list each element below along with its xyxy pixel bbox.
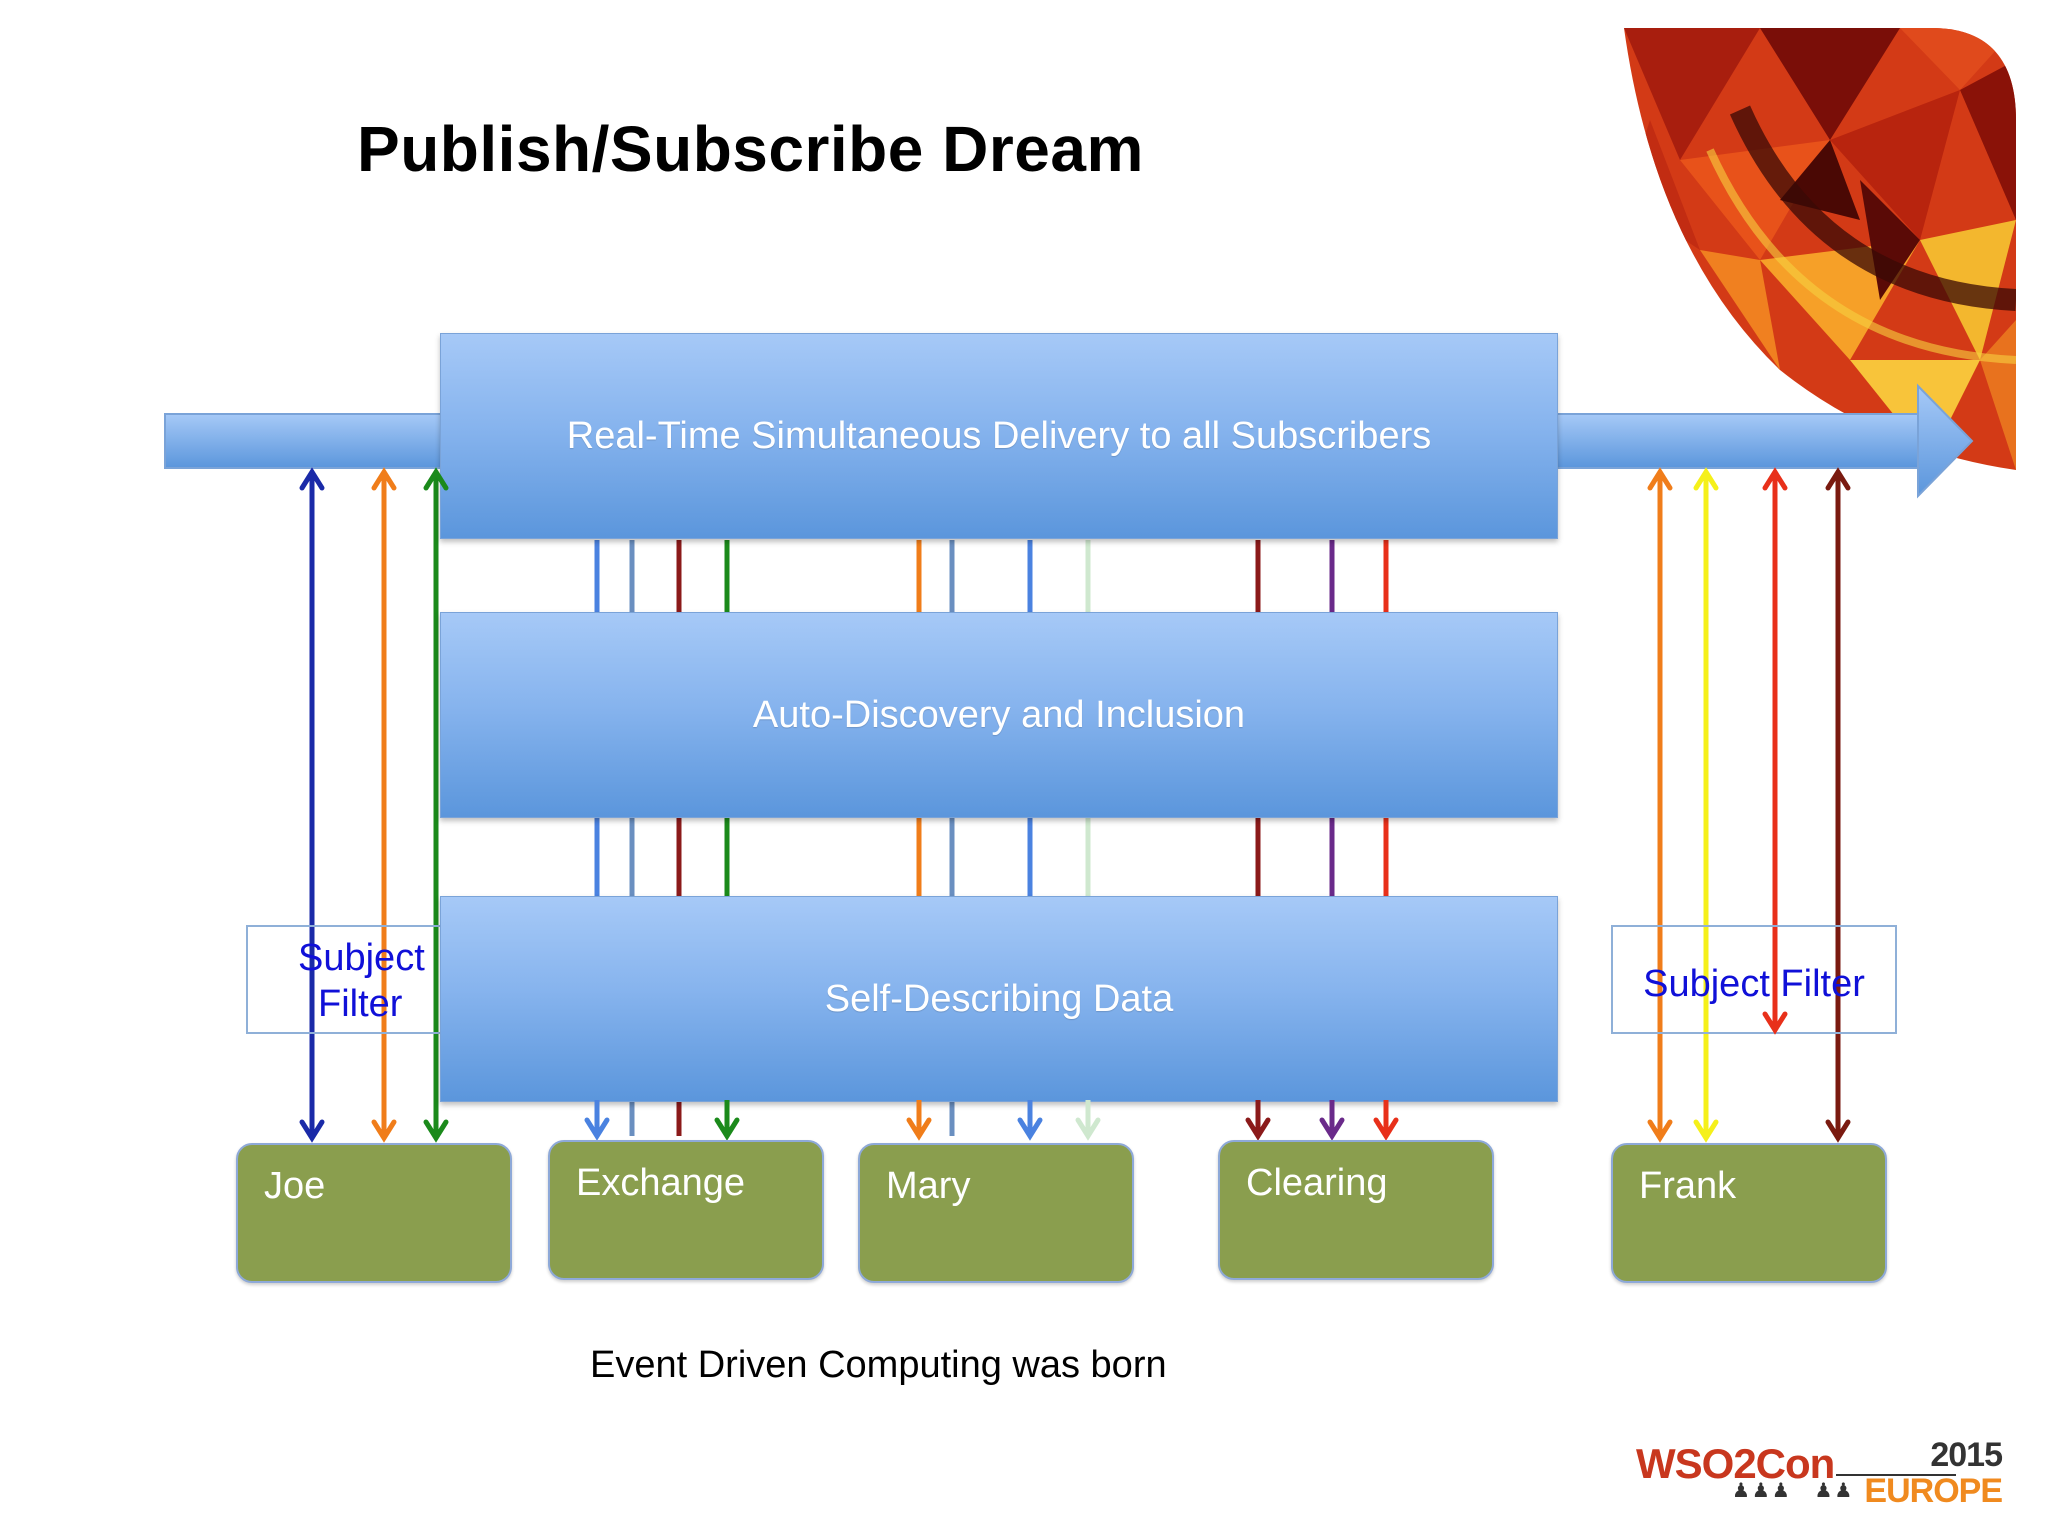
- subscriber-frank: Frank: [1611, 1143, 1887, 1283]
- corner-pattern-graphic: [1624, 28, 2016, 470]
- subscriber-mary: Mary: [858, 1143, 1134, 1283]
- layer-label: Self-Describing Data: [824, 977, 1174, 1020]
- layer-self-describing-data: Self-Describing Data: [440, 896, 1558, 1102]
- layer-label: Auto-Discovery and Inclusion: [752, 693, 1246, 736]
- subject-filter-right: Subject Filter: [1611, 925, 1897, 1034]
- subscriber-label: Mary: [886, 1165, 971, 1207]
- caption-text: Event Driven Computing was born: [590, 1344, 1167, 1386]
- wso2con-logo: WSO2Con ♟♟♟ ♟♟ 2015 EUROPE: [1636, 1436, 2003, 1510]
- logo-year: 2015: [1930, 1436, 2003, 1474]
- subscriber-clearing: Clearing: [1218, 1140, 1494, 1280]
- layer-auto-discovery: Auto-Discovery and Inclusion: [440, 612, 1558, 818]
- logo-name: WSO2Con: [1636, 1440, 1835, 1487]
- logo-people-icon: ♟♟♟ ♟♟: [1732, 1480, 1855, 1502]
- filter-left-line-1: Subject: [298, 937, 425, 979]
- logo-region: EUROPE: [1864, 1472, 2003, 1510]
- layer-realtime-delivery: Real-Time Simultaneous Delivery to all S…: [440, 333, 1558, 539]
- subject-filter-left: Subject Filter: [246, 925, 446, 1034]
- subscriber-joe: Joe: [236, 1143, 512, 1283]
- subscriber-label: Exchange: [576, 1162, 746, 1204]
- subscriber-label: Joe: [264, 1165, 326, 1207]
- subscriber-label: Clearing: [1246, 1162, 1388, 1204]
- logo-rule: [1836, 1474, 1956, 1476]
- subscriber-label: Frank: [1639, 1165, 1737, 1207]
- subscriber-exchange: Exchange: [548, 1140, 824, 1280]
- layer-label: Real-Time Simultaneous Delivery to all S…: [566, 414, 1432, 457]
- page-title: Publish/Subscribe Dream: [357, 113, 1144, 185]
- filter-left-line-2: Filter: [318, 983, 403, 1025]
